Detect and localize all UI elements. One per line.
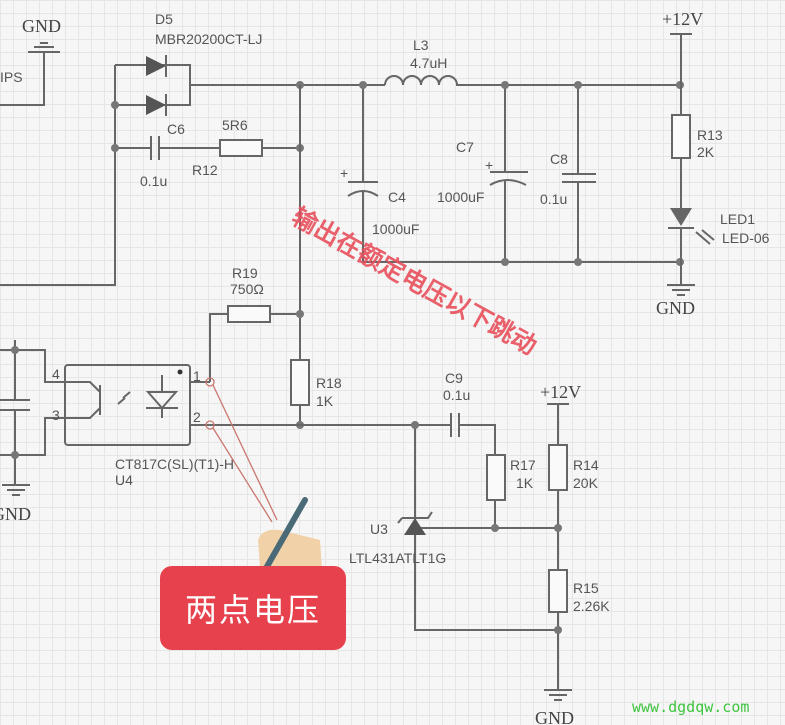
c8-value: 0.1u [540, 191, 567, 207]
net-label-ips: IPS [0, 69, 23, 85]
r17-value: 1K [516, 475, 534, 491]
vcc-label-top: +12V [662, 9, 703, 29]
capacitor-c7: + C7 1000uF [437, 85, 528, 262]
r19-ref: R19 [232, 265, 258, 281]
tl431-feedback: C9 0.1u R17 1K U3 LTL431ATLT1G +12V R14 … [349, 370, 610, 725]
c9-value: 0.1u [443, 387, 470, 403]
svg-text:+: + [340, 165, 348, 181]
l3-ref: L3 [413, 37, 429, 53]
u3-ref: U3 [370, 521, 388, 537]
vcc-label-bottom: +12V [540, 382, 581, 402]
c8-ref: C8 [550, 151, 568, 167]
pin-2-label: 2 [193, 409, 201, 425]
u3-value: LTL431ATLT1G [349, 550, 446, 566]
d5-ref: D5 [155, 11, 173, 27]
watermark: www.dgdqw.com [632, 698, 750, 716]
c7-ref: C7 [456, 139, 474, 155]
gnd-label-bottom: GND [535, 708, 574, 725]
pin-3-label: 3 [52, 407, 60, 423]
r14-value: 20K [573, 475, 599, 491]
left-capacitor-gnd: GND [0, 340, 31, 524]
optocoupler-u4: 4 3 1 2 CT817C(SL)(T1)-H U4 [0, 349, 415, 488]
r15-ref: R15 [573, 580, 599, 596]
l3-value: 4.7uH [410, 55, 447, 71]
hand-pen-icon [258, 497, 322, 573]
r18-value: 1K [316, 393, 334, 409]
r12-ref: R12 [192, 162, 218, 178]
gnd-label: GND [22, 16, 61, 36]
c6-ref: C6 [167, 121, 185, 137]
callout-label: 两点电压 [160, 566, 346, 650]
gnd-label-led: GND [656, 298, 695, 318]
r13-ref: R13 [697, 127, 723, 143]
u4-ref: U4 [115, 472, 133, 488]
c4-ref: C4 [388, 189, 406, 205]
capacitor-c4: + C4 1000uF [340, 85, 680, 263]
led-indicator-branch: +12V R13 2K LED1 LED-06 GND [656, 9, 770, 318]
r12-value: 5R6 [222, 117, 248, 133]
snubber-c6-r12: C6 0.1u 5R6 R12 [115, 117, 300, 189]
c7-value: 1000uF [437, 189, 484, 205]
r18-ref: R18 [316, 375, 342, 391]
pin-4-label: 4 [52, 366, 60, 382]
measurement-probe-lines [205, 377, 278, 523]
inductor-l3: L3 4.7uH [384, 37, 680, 86]
led1-ref: LED1 [720, 211, 755, 227]
capacitor-c8: C8 0.1u [540, 85, 596, 262]
c6-value: 0.1u [140, 173, 167, 189]
c9-ref: C9 [445, 370, 463, 386]
gnd-label-left: GND [0, 504, 31, 524]
r13-value: 2K [697, 144, 715, 160]
c4-value: 1000uF [372, 221, 419, 237]
diode-d5: D5 MBR20200CT-LJ [0, 11, 385, 286]
led1-value: LED-06 [722, 230, 770, 246]
r14-ref: R14 [573, 457, 599, 473]
feedback-resistors: R19 750Ω R18 1K [209, 85, 342, 425]
gnd-symbol-top-left: GND IPS [0, 16, 61, 106]
pin-1-label: 1 [193, 368, 201, 384]
r15-value: 2.26K [573, 598, 610, 614]
r19-value: 750Ω [230, 281, 264, 297]
u4-value: CT817C(SL)(T1)-H [115, 456, 234, 472]
d5-value: MBR20200CT-LJ [155, 31, 262, 47]
r17-ref: R17 [510, 457, 536, 473]
svg-text:+: + [485, 157, 493, 173]
